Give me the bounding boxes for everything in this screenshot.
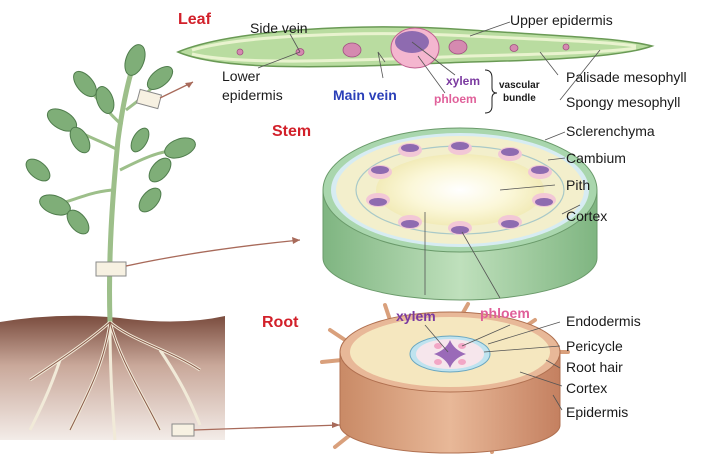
- label-pericycle: Pericycle: [566, 338, 623, 354]
- label-pith: Pith: [566, 177, 590, 193]
- label-root-phloem: phloem: [480, 305, 530, 321]
- label-root-xylem: xylem: [396, 308, 436, 324]
- stem-pith: [376, 154, 544, 226]
- label-upper-epidermis: Upper epidermis: [510, 12, 613, 28]
- label-leaf-xylem: xylem: [446, 73, 480, 89]
- label-main-vein: Main vein: [333, 87, 397, 103]
- stem-arrow: [126, 240, 300, 266]
- label-root-hair: Root hair: [566, 359, 623, 375]
- label-sclerenchyma: Sclerenchyma: [566, 123, 655, 139]
- root-sample-box: [172, 424, 194, 436]
- label-epidermis: Epidermis: [566, 404, 628, 420]
- label-side-vein: Side vein: [250, 20, 308, 36]
- label-endodermis: Endodermis: [566, 313, 641, 329]
- stem-section-title: Stem: [272, 123, 311, 141]
- vascular-bundle-brace: [485, 70, 497, 113]
- stem-sample-box: [96, 262, 126, 276]
- label-lower-epidermis-1: Lower: [222, 68, 260, 84]
- label-vascular-2: bundle: [503, 93, 536, 104]
- label-lower-epidermis-2: epidermis: [222, 87, 283, 103]
- stem-cross-section: [323, 128, 597, 300]
- plant-illustration: [0, 42, 340, 440]
- label-palisade-mesophyll: Palisade mesophyll: [566, 69, 687, 85]
- label-stem-cortex: Cortex: [566, 208, 607, 224]
- label-root-cortex: Cortex: [566, 380, 607, 396]
- label-spongy-mesophyll: Spongy mesophyll: [566, 94, 680, 110]
- leaf-section-title: Leaf: [178, 11, 211, 29]
- label-leaf-phloem: phloem: [434, 91, 477, 107]
- leaf-sample-box: [137, 89, 162, 108]
- label-vascular-1: vascular: [499, 80, 540, 91]
- root-cross-section: [322, 304, 568, 453]
- root-section-title: Root: [262, 314, 298, 332]
- label-cambium: Cambium: [566, 150, 626, 166]
